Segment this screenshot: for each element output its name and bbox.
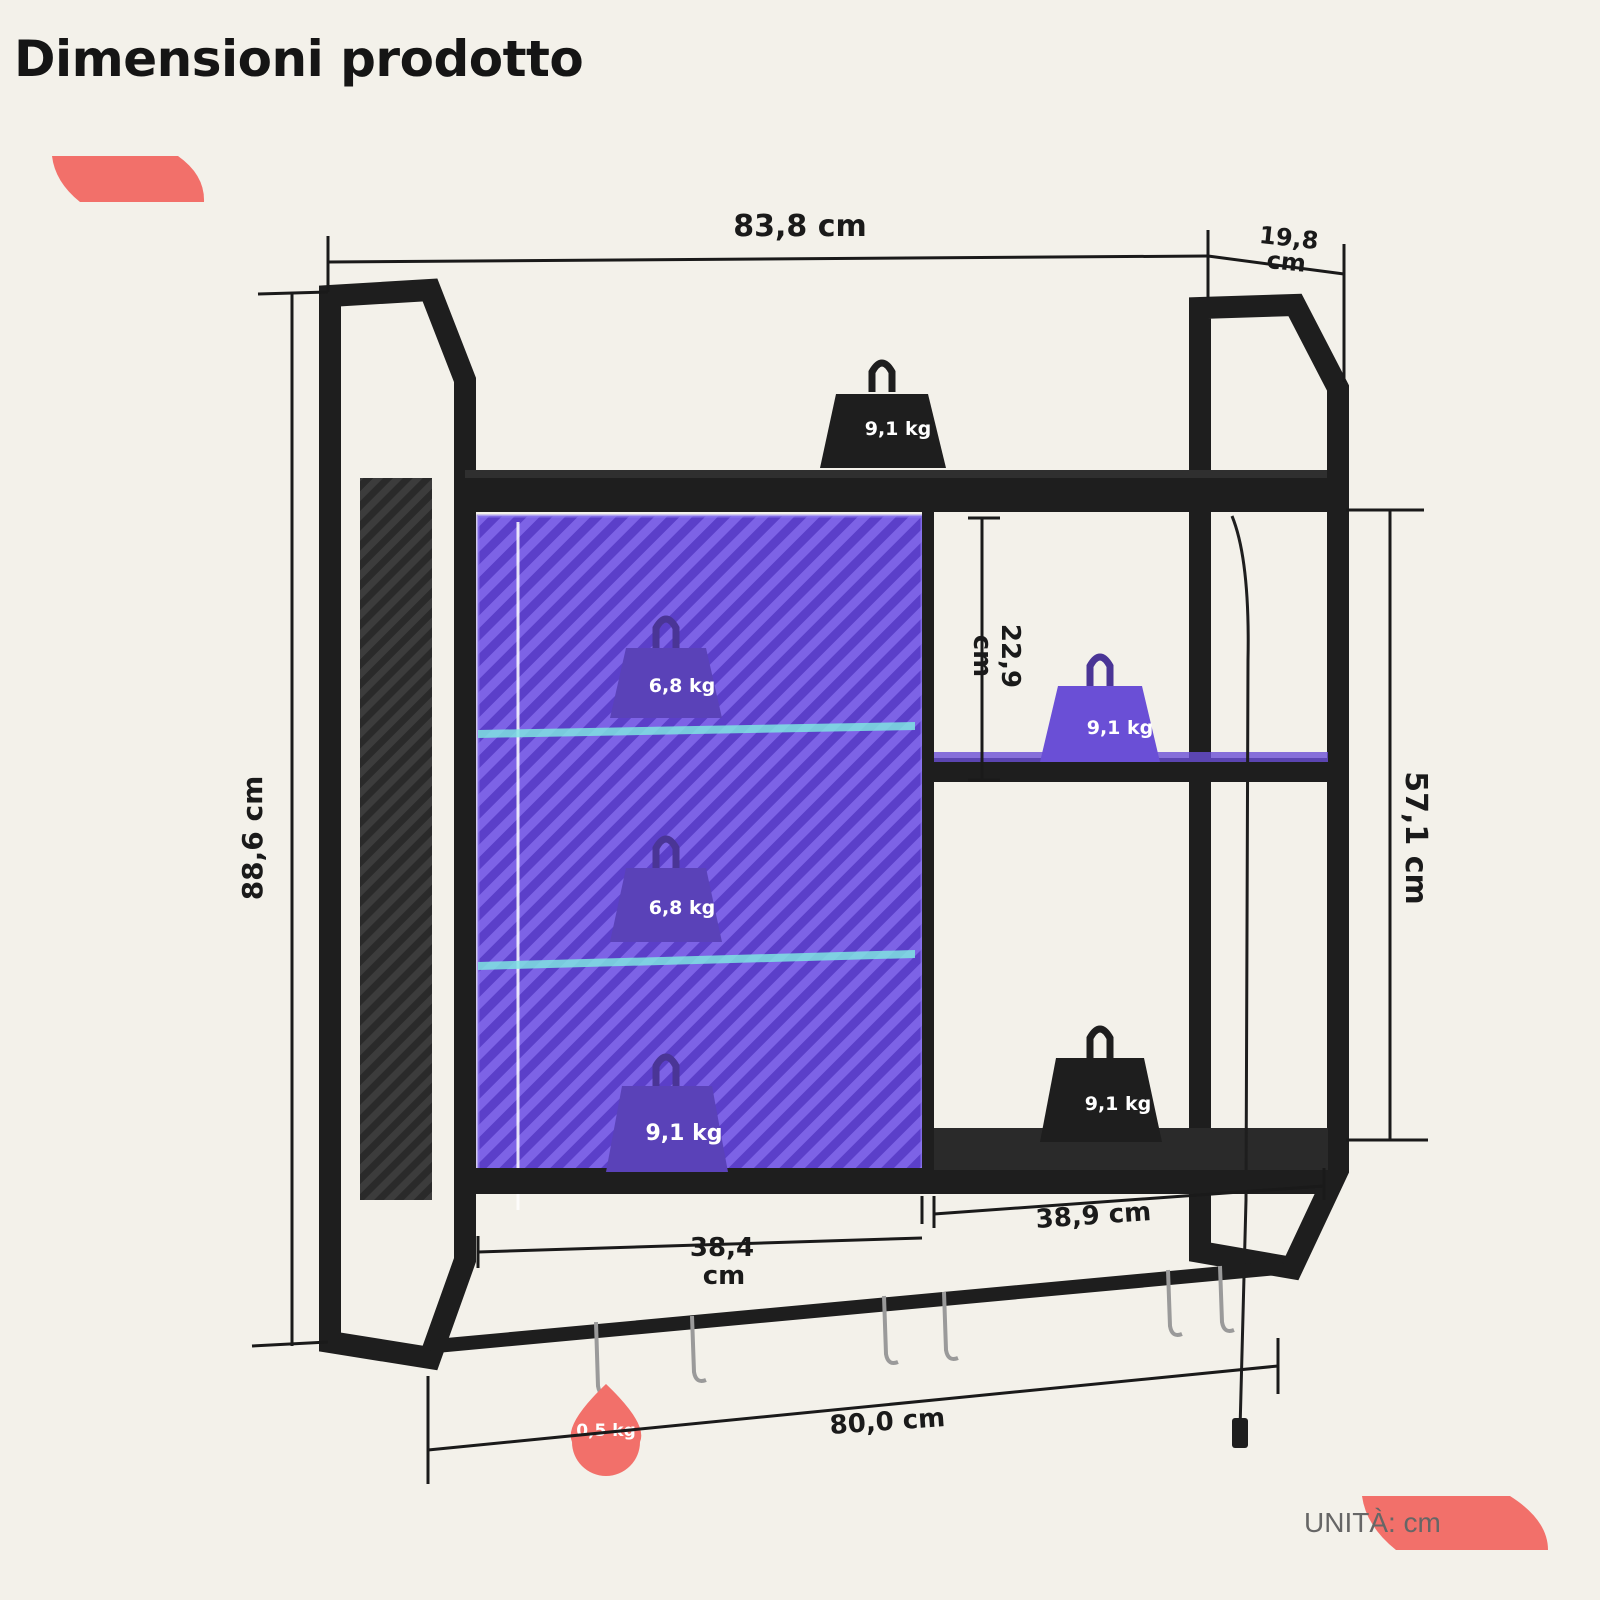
weight-right-bottom: 9,1 kg [1040,1025,1162,1142]
usb-plug-icon [1232,1418,1248,1448]
unit-label: UNITÀ: cm [1304,1507,1441,1538]
dim-right-height: 57,1 cm [1398,771,1433,905]
glass-shelf-upper [478,722,915,738]
weight-label-right-middle: 9,1 kg [1087,717,1154,739]
dim-depth-unit: cm [1265,246,1307,278]
cabinet-divider [922,512,934,1180]
dim-total-height: 88,6 cm [236,776,269,901]
bottom-shelf [465,1168,1327,1194]
left-side-panel [360,478,432,1200]
dim-compartment-height-unit: cm [967,635,997,678]
weight-right-middle: 9,1 kg [1040,653,1160,762]
weight-label-glass-upper: 6,8 kg [649,675,716,697]
dim-total-width: 83,8 cm [733,209,867,244]
dim-right-width: 38,9 cm [1035,1197,1153,1235]
weight-label-top: 9,1 kg [865,418,932,440]
left-frame [319,278,476,1371]
weight-glass-lower: 6,8 kg [610,835,722,942]
dim-compartment-height: 22,9 cm [967,624,1025,688]
led-cable [1230,515,1250,1431]
hanging-rod [429,1261,1285,1353]
coral-accent-bottom [1362,1496,1548,1550]
dim-depth: 19,8 cm [1258,221,1320,278]
weight-label-right-bottom: 9,1 kg [1085,1093,1152,1115]
weight-cabinet-bottom: 9,1 kg [606,1053,728,1172]
right-frame [1189,293,1349,1281]
page-title: Dimensioni prodotto [14,30,584,88]
weight-glass-upper: 6,8 kg [610,615,722,718]
weight-label-cabinet-bottom: 9,1 kg [645,1121,722,1146]
dim-compartment-height-value: 22,9 [995,624,1025,688]
cabinet-interior [478,516,922,1174]
dim-left-width: 38,4 cm [690,1233,754,1291]
weight-label-glass-lower: 6,8 kg [649,897,716,919]
dim-left-width-value: 38,4 [690,1233,754,1263]
glass-shelf-lower [478,950,915,970]
dim-left-width-unit: cm [703,1261,746,1291]
hook-load-drop: 0,5 kg [570,1384,642,1476]
dim-depth-value: 19,8 [1258,221,1320,255]
weight-top: 9,1 kg [820,359,946,468]
coral-accent-top [52,156,205,202]
